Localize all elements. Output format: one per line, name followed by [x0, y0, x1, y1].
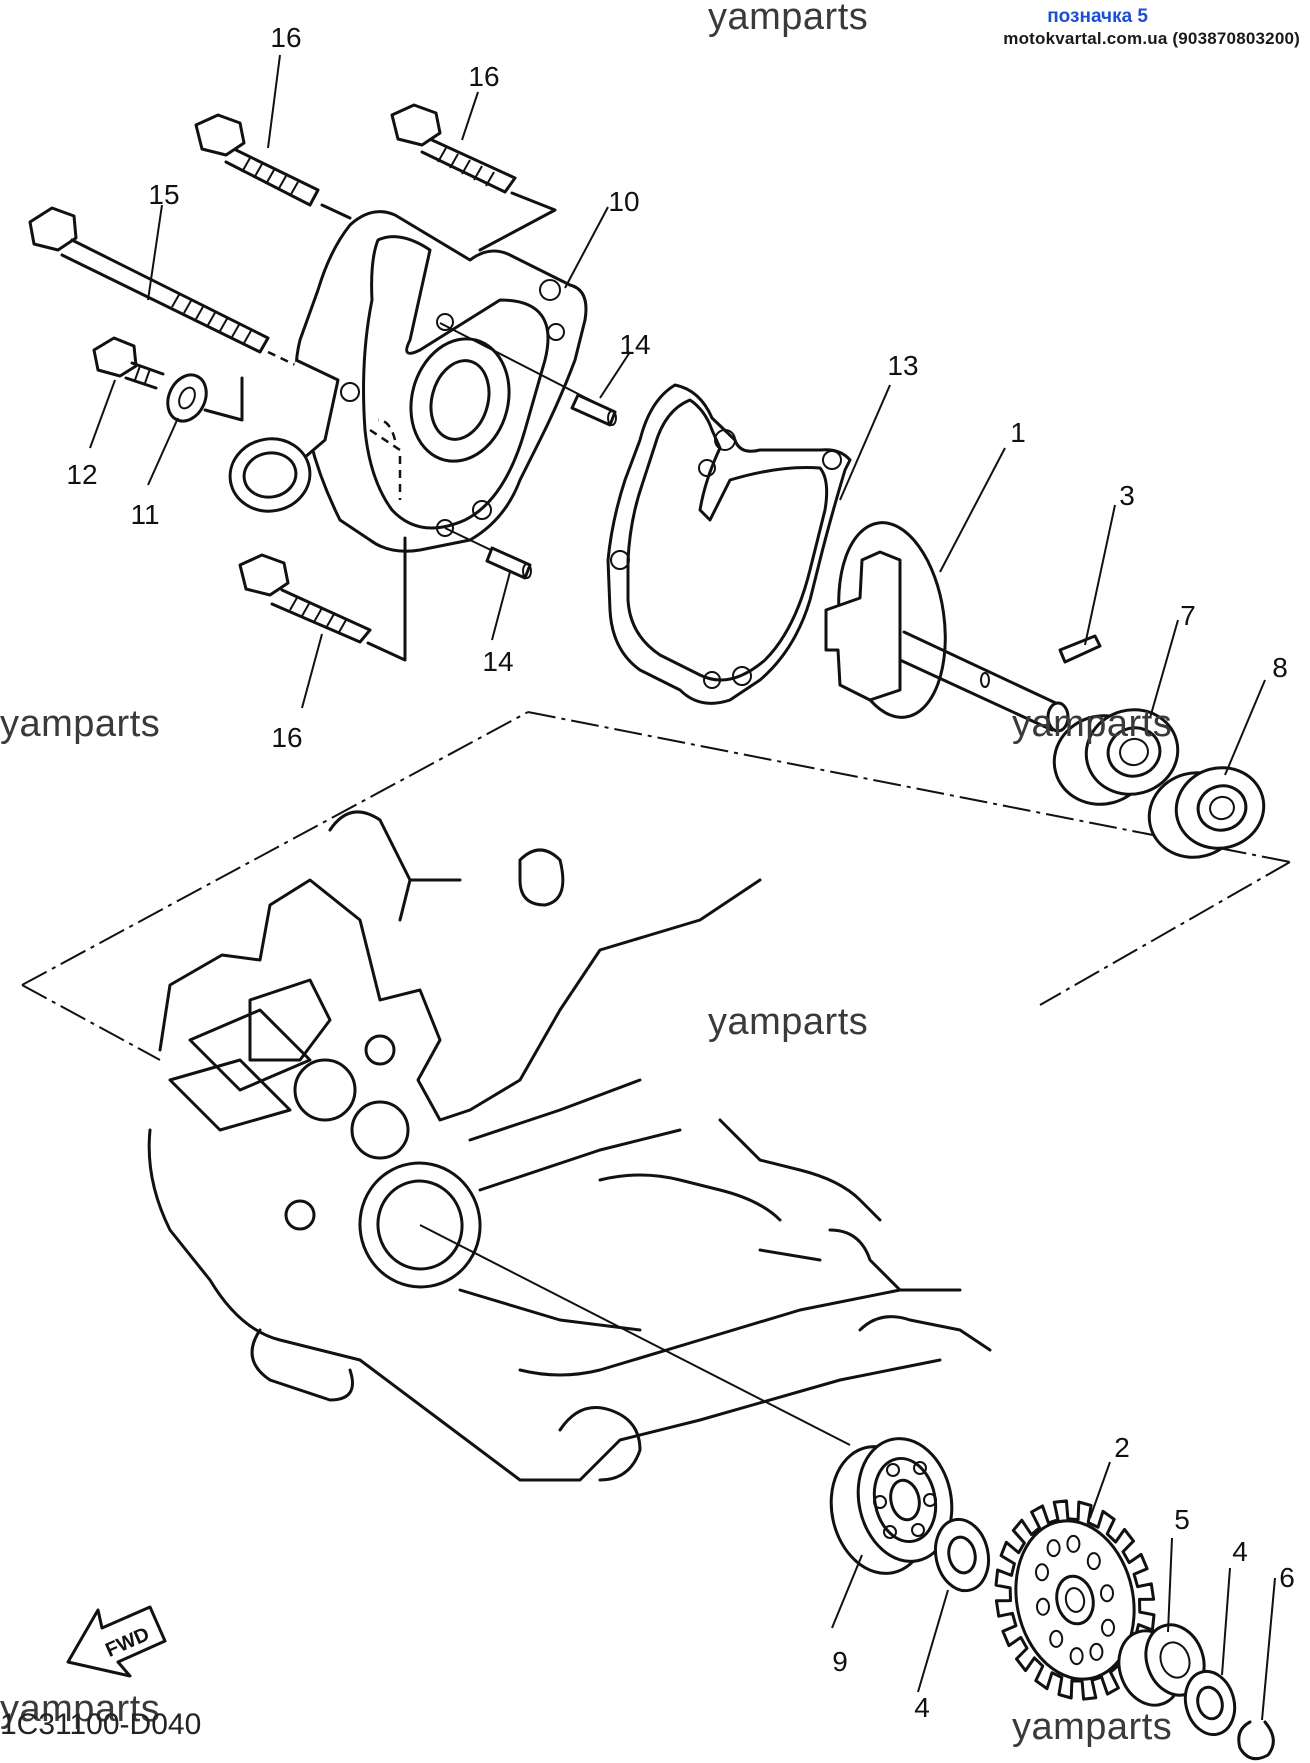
callout-15: 15: [148, 179, 180, 210]
source-label: motokvartal.com.ua (903870803200): [1003, 29, 1300, 48]
callout-14: 14: [482, 646, 514, 677]
washer-4-outer: [1183, 1669, 1237, 1737]
callout-16: 16: [271, 722, 303, 753]
callout-11: 11: [130, 499, 160, 530]
washer-11: [166, 373, 244, 423]
washer-4-inner: [933, 1517, 991, 1593]
callout-9: 9: [832, 1646, 848, 1677]
callout-6: 6: [1279, 1562, 1295, 1593]
gear-lightening-hole: [1089, 1642, 1104, 1661]
gear-lightening-hole: [1036, 1597, 1050, 1616]
callout-leader-lines: [89, 54, 1276, 1721]
circlip-6: [1237, 1720, 1275, 1761]
bolt-12: [92, 336, 165, 390]
watermark: yamparts: [708, 1001, 869, 1043]
watermark: yamparts: [1012, 703, 1173, 745]
pump-housing-10: [228, 210, 591, 553]
callout-1: 1: [1010, 417, 1026, 448]
watermark: yamparts: [0, 703, 161, 745]
oil-seal-7: [1052, 708, 1180, 806]
callout-2: 2: [1114, 1432, 1130, 1463]
dowel-pin-14-lower: [444, 527, 532, 580]
callout-5: 5: [1174, 1504, 1190, 1535]
impeller-shaft-1: [824, 521, 1102, 733]
gear-lightening-hole: [1046, 1539, 1061, 1558]
watermark: yamparts: [1012, 1706, 1173, 1748]
gasket-13: [606, 383, 852, 705]
bolt-15-long: [28, 206, 311, 374]
bearing-9: [829, 1437, 954, 1575]
gear-lightening-hole: [1100, 1584, 1114, 1603]
assembly-reference-outline: [21, 711, 1291, 1061]
crankcase-outline: [147, 810, 992, 1482]
callout-8: 8: [1272, 652, 1288, 683]
gear-lightening-hole: [1069, 1647, 1084, 1666]
bolt-16-upper-left: [194, 113, 352, 220]
collar-5: [1117, 1623, 1206, 1707]
diagram-code: 1C31100-D040: [0, 1708, 202, 1741]
gear-lightening-hole: [1086, 1552, 1101, 1571]
gear-lightening-hole: [1035, 1563, 1049, 1582]
dowel-pin-14-upper: [570, 393, 617, 427]
fwd-arrow-icon: FWD: [66, 1605, 167, 1678]
callout-3: 3: [1119, 480, 1135, 511]
callout-14: 14: [619, 329, 651, 360]
callout-13: 13: [887, 350, 919, 381]
callout-10: 10: [608, 186, 640, 217]
callout-4: 4: [914, 1692, 930, 1723]
watermark: yamparts: [708, 0, 869, 38]
bearing-8: [1147, 766, 1266, 859]
gear-lightening-hole: [1101, 1618, 1115, 1637]
callout-16: 16: [270, 22, 302, 53]
bolt-16-upper-right: [390, 103, 557, 252]
callout-12: 12: [66, 459, 98, 490]
gear-2: [994, 1499, 1156, 1701]
callout-4: 4: [1232, 1536, 1248, 1567]
page-badge: позначка 5: [1047, 6, 1148, 27]
gear-lightening-hole: [1049, 1629, 1064, 1648]
gear-lightening-hole: [1066, 1534, 1081, 1553]
callout-16: 16: [468, 61, 500, 92]
bolt-16-lower: [238, 536, 407, 662]
callout-7: 7: [1180, 600, 1196, 631]
watermark: yamparts: [0, 1688, 161, 1730]
